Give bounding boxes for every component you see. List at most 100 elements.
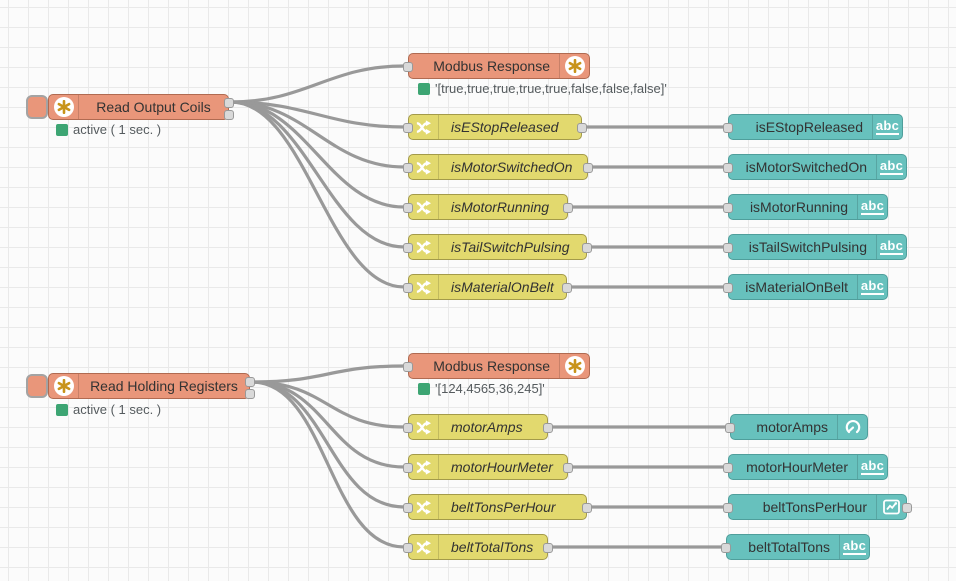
status-dot [56, 123, 68, 136]
input-port[interactable] [723, 123, 733, 133]
ui-text-node-estop[interactable]: isEStopReleased abc [723, 114, 903, 140]
wire[interactable] [250, 380, 406, 509]
node-label: beltTonsPerHour [451, 499, 556, 515]
switch-node-motor-running[interactable]: isMotorRunning [403, 194, 573, 220]
modbus-asterisk-icon [49, 374, 79, 398]
input-port[interactable] [403, 463, 413, 473]
switch-icon [409, 195, 439, 219]
output-port[interactable] [563, 463, 573, 473]
abc-badge-icon: abc [872, 115, 902, 139]
modbus-read-node-output-coils[interactable]: Read Output Coils [48, 94, 234, 120]
input-port[interactable] [723, 283, 733, 293]
node-label: isMotorRunning [451, 199, 550, 215]
node-label: Read Holding Registers [90, 378, 238, 394]
ui-text-node-material-on-belt[interactable]: isMaterialOnBelt abc [723, 274, 888, 300]
input-port[interactable] [403, 423, 413, 433]
switch-icon [409, 155, 439, 179]
input-port[interactable] [403, 203, 413, 213]
node-label: motorHourMeter [746, 459, 848, 475]
node-label: beltTonsPerHour [762, 499, 867, 515]
wire[interactable] [229, 64, 406, 104]
modbus-asterisk-icon [559, 54, 589, 78]
node-label: isMaterialOnBelt [451, 279, 554, 295]
input-port[interactable] [723, 503, 733, 513]
wire[interactable] [229, 100, 406, 289]
output-port[interactable] [543, 423, 553, 433]
status-text: active ( 1 sec. ) [73, 402, 162, 417]
output-port[interactable] [224, 98, 234, 108]
modbus-read-node-holding-registers[interactable]: Read Holding Registers [48, 373, 255, 399]
node-label: isEStopReleased [451, 119, 559, 135]
input-port[interactable] [403, 243, 413, 253]
output-port[interactable] [224, 110, 234, 120]
input-port[interactable] [723, 243, 733, 253]
inject-button[interactable] [26, 95, 48, 119]
switch-icon [409, 455, 439, 479]
wire[interactable] [250, 364, 406, 384]
output-port[interactable] [563, 203, 573, 213]
ui-text-node-motor-running[interactable]: isMotorRunning abc [723, 194, 888, 220]
wire[interactable] [250, 380, 406, 469]
node-label: isTailSwitchPulsing [451, 239, 570, 255]
output-port[interactable] [577, 123, 587, 133]
node-label: isMaterialOnBelt [745, 279, 848, 295]
input-port[interactable] [725, 423, 735, 433]
switch-node-belt-total-tons[interactable]: beltTotalTons [403, 534, 553, 560]
wire[interactable] [250, 380, 406, 549]
switch-node-estop[interactable]: isEStopReleased [403, 114, 587, 140]
switch-icon [409, 235, 439, 259]
inject-button[interactable] [26, 374, 48, 398]
ui-text-node-tail-switch-pulsing[interactable]: isTailSwitchPulsing abc [723, 234, 907, 260]
switch-node-motor-amps[interactable]: motorAmps [403, 414, 553, 440]
input-port[interactable] [403, 503, 413, 513]
modbus-response-node-registers[interactable]: Modbus Response [403, 353, 590, 379]
switch-node-material-on-belt[interactable]: isMaterialOnBelt [403, 274, 572, 300]
switch-node-tail-switch-pulsing[interactable]: isTailSwitchPulsing [403, 234, 592, 260]
status-dot [56, 403, 68, 416]
input-port[interactable] [403, 62, 413, 72]
input-port[interactable] [723, 163, 733, 173]
output-port[interactable] [245, 377, 255, 387]
output-port[interactable] [245, 389, 255, 399]
input-port[interactable] [403, 123, 413, 133]
output-port[interactable] [582, 243, 592, 253]
input-port[interactable] [721, 543, 731, 553]
switch-node-motor-hour-meter[interactable]: motorHourMeter [403, 454, 573, 480]
node-label: isMotorRunning [749, 199, 848, 215]
status-text: '[124,4565,36,245]' [435, 381, 545, 396]
abc-badge-icon: abc [857, 455, 887, 479]
ui-text-node-motor-switched-on[interactable]: isMotorSwitchedOn abc [723, 154, 907, 180]
chart-icon [876, 495, 906, 519]
input-port[interactable] [403, 163, 413, 173]
ui-gauge-node-motor-amps[interactable]: motorAmps [725, 414, 868, 440]
output-port[interactable] [562, 283, 572, 293]
modbus-asterisk-icon [49, 95, 79, 119]
node-label: isMotorSwitchedOn [745, 159, 867, 175]
output-port[interactable] [582, 503, 592, 513]
node-status: '[true,true,true,true,true,false,false,f… [418, 81, 667, 96]
input-port[interactable] [403, 362, 413, 372]
ui-text-node-belt-total-tons[interactable]: beltTotalTons abc [721, 534, 870, 560]
abc-badge-icon: abc [876, 235, 906, 259]
status-text: active ( 1 sec. ) [73, 122, 162, 137]
node-status: active ( 1 sec. ) [56, 402, 161, 417]
switch-node-belt-tons-per-hour[interactable]: beltTonsPerHour [403, 494, 592, 520]
input-port[interactable] [723, 203, 733, 213]
node-label: isEStopReleased [755, 119, 863, 135]
modbus-response-node-coils[interactable]: Modbus Response [403, 53, 590, 79]
ui-chart-node-belt-tons-per-hour[interactable]: beltTonsPerHour [723, 494, 912, 520]
output-port[interactable] [583, 163, 593, 173]
switch-icon [409, 115, 439, 139]
input-port[interactable] [403, 543, 413, 553]
node-status: '[124,4565,36,245]' [418, 381, 545, 396]
ui-text-node-motor-hour-meter[interactable]: motorHourMeter abc [723, 454, 888, 480]
output-port[interactable] [543, 543, 553, 553]
switch-node-motor-switched-on[interactable]: isMotorSwitchedOn [403, 154, 593, 180]
node-label: motorAmps [451, 419, 523, 435]
input-port[interactable] [403, 283, 413, 293]
input-port[interactable] [723, 463, 733, 473]
output-port[interactable] [902, 503, 912, 513]
wire[interactable] [229, 100, 406, 249]
